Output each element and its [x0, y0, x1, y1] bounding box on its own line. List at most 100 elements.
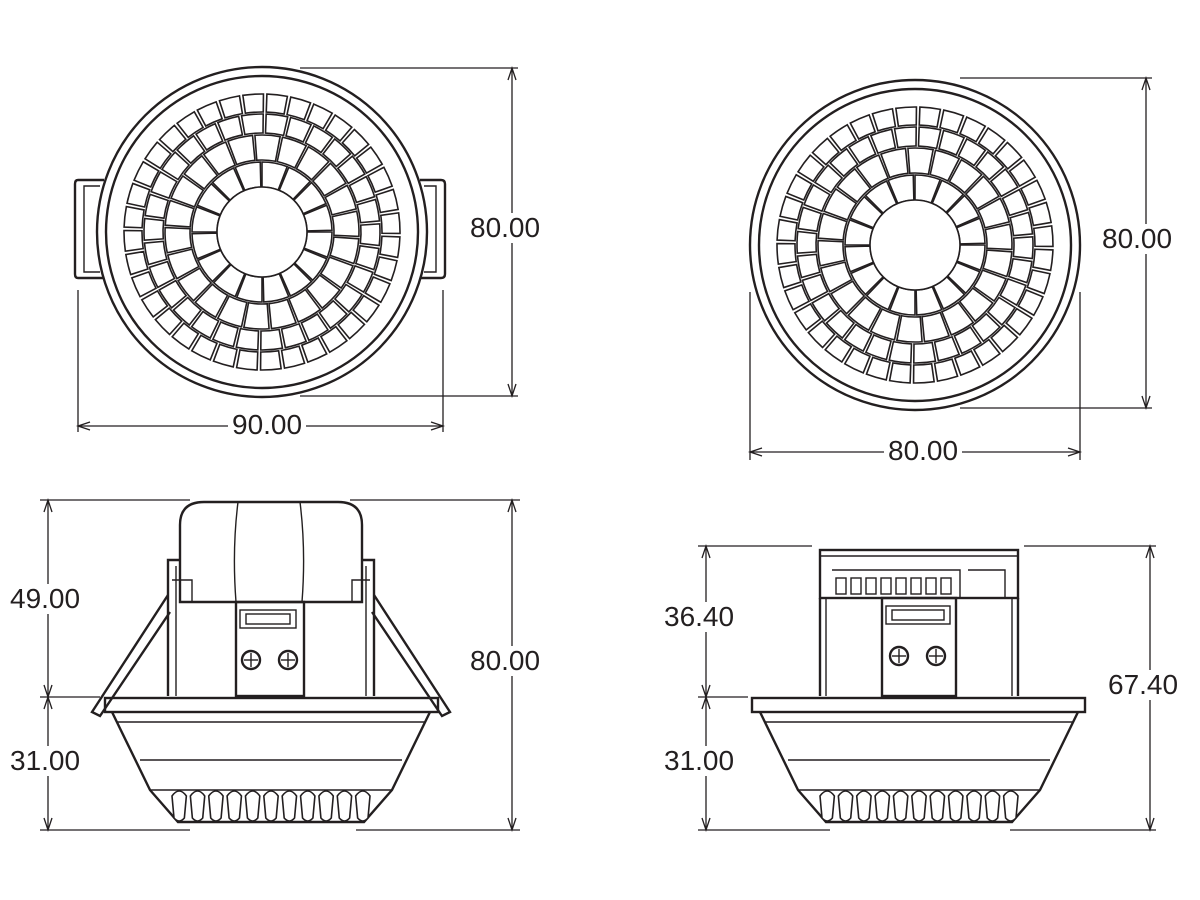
dome-segment	[336, 790, 353, 822]
lens-cell	[977, 197, 1011, 229]
lens-cell	[324, 113, 353, 143]
lens-cell	[893, 126, 918, 149]
lens-cell	[346, 264, 374, 294]
lens-cell	[295, 145, 330, 181]
lens-cell	[779, 195, 804, 221]
lens-cell	[379, 211, 401, 235]
lens-cell	[1012, 235, 1034, 260]
lens-cell	[999, 277, 1027, 307]
lens-cell	[894, 106, 918, 128]
lens-cell	[321, 137, 352, 168]
lens-cell	[226, 134, 256, 166]
lens-cell	[311, 162, 347, 197]
lens-cell	[280, 345, 306, 370]
lens-cell	[265, 93, 289, 115]
lens-cell	[964, 175, 1000, 210]
lens-cell	[895, 314, 923, 343]
lens-cell	[888, 362, 912, 384]
lens-cell	[268, 298, 298, 330]
dim-bottom-left-total: 80.00	[466, 646, 545, 676]
lens-cell	[194, 283, 229, 319]
lens-cell	[190, 334, 219, 361]
lens-cell	[211, 320, 239, 348]
dome-segment	[207, 790, 224, 822]
lens-cell	[803, 183, 831, 213]
dome-segment	[855, 790, 872, 822]
lens-cell	[264, 113, 289, 137]
dome-segment	[189, 790, 206, 822]
dim-bottom-right-upper: 36.40	[660, 602, 739, 632]
lens-cell	[356, 198, 381, 224]
terminal-slot	[880, 577, 892, 595]
lens-cell	[194, 122, 224, 152]
terminal-slot	[910, 577, 922, 595]
lens-cell	[953, 349, 981, 377]
dim-bottom-right-total: 67.40	[1104, 670, 1183, 700]
dome-segment	[281, 790, 298, 822]
lens-cell	[907, 147, 935, 176]
lens-cell	[319, 325, 349, 354]
lens-cell	[1009, 211, 1034, 237]
dome-segment	[262, 790, 280, 822]
lens-cell	[170, 174, 205, 208]
lens-cell	[285, 116, 313, 144]
lens-cell	[300, 336, 328, 364]
lens-cell	[341, 128, 370, 157]
lens-cell	[843, 323, 873, 353]
lens-cell	[166, 248, 200, 280]
lens-cell	[958, 116, 987, 143]
lens-cell	[336, 155, 366, 185]
lens-cell	[212, 343, 238, 368]
terminal-slot	[925, 577, 937, 595]
lens-cell	[796, 154, 826, 183]
lens-cell	[819, 261, 853, 293]
lens-cell	[1008, 158, 1037, 188]
top-left-front-view	[73, 65, 447, 399]
lens-cell	[329, 236, 360, 265]
dome-segment	[837, 790, 854, 822]
lens-cell	[879, 147, 909, 179]
lens-cell	[972, 338, 1002, 367]
lens-cell	[183, 154, 219, 191]
lens-cell	[777, 263, 802, 289]
lens-cell	[300, 312, 330, 342]
lens-cell	[1032, 224, 1054, 248]
left-clip	[73, 178, 104, 280]
lens-cell	[921, 311, 951, 343]
lens-cell	[990, 324, 1019, 353]
lens-cell	[375, 188, 400, 214]
lens-cell	[888, 340, 913, 364]
lens-cell	[855, 154, 890, 189]
lens-cell	[150, 170, 178, 200]
lens-center	[216, 186, 308, 278]
lens-cell	[351, 294, 381, 323]
terminal-strip	[835, 577, 952, 595]
top-right-front-view	[748, 78, 1082, 412]
dim-top-left-height: 80.00	[466, 213, 545, 243]
lens-pattern	[123, 93, 401, 371]
dome-segment	[299, 790, 316, 822]
lens-cell	[793, 302, 822, 332]
terminal-slot	[895, 577, 907, 595]
dome-segment	[244, 790, 261, 822]
lens-cell	[359, 222, 381, 247]
lens-cell	[305, 103, 334, 130]
lens-cell	[917, 126, 942, 150]
lens-cell	[796, 253, 821, 279]
lens-cell	[847, 296, 882, 332]
lens-cell	[123, 205, 145, 229]
lens-cell	[869, 128, 897, 155]
lens-cell	[143, 240, 168, 266]
lens-cell	[148, 260, 176, 289]
lens-cell	[124, 250, 149, 276]
lens-cell	[871, 107, 897, 132]
lens-cell	[143, 217, 165, 242]
dim-top-right-width: 80.00	[884, 436, 963, 466]
dome-segment	[1002, 790, 1019, 822]
lens-cell	[177, 267, 213, 302]
lens-cell	[796, 230, 818, 255]
lens-cell	[280, 322, 308, 349]
lens-cell	[287, 288, 322, 323]
lens-cell	[836, 167, 872, 204]
dome-segment	[318, 790, 335, 822]
